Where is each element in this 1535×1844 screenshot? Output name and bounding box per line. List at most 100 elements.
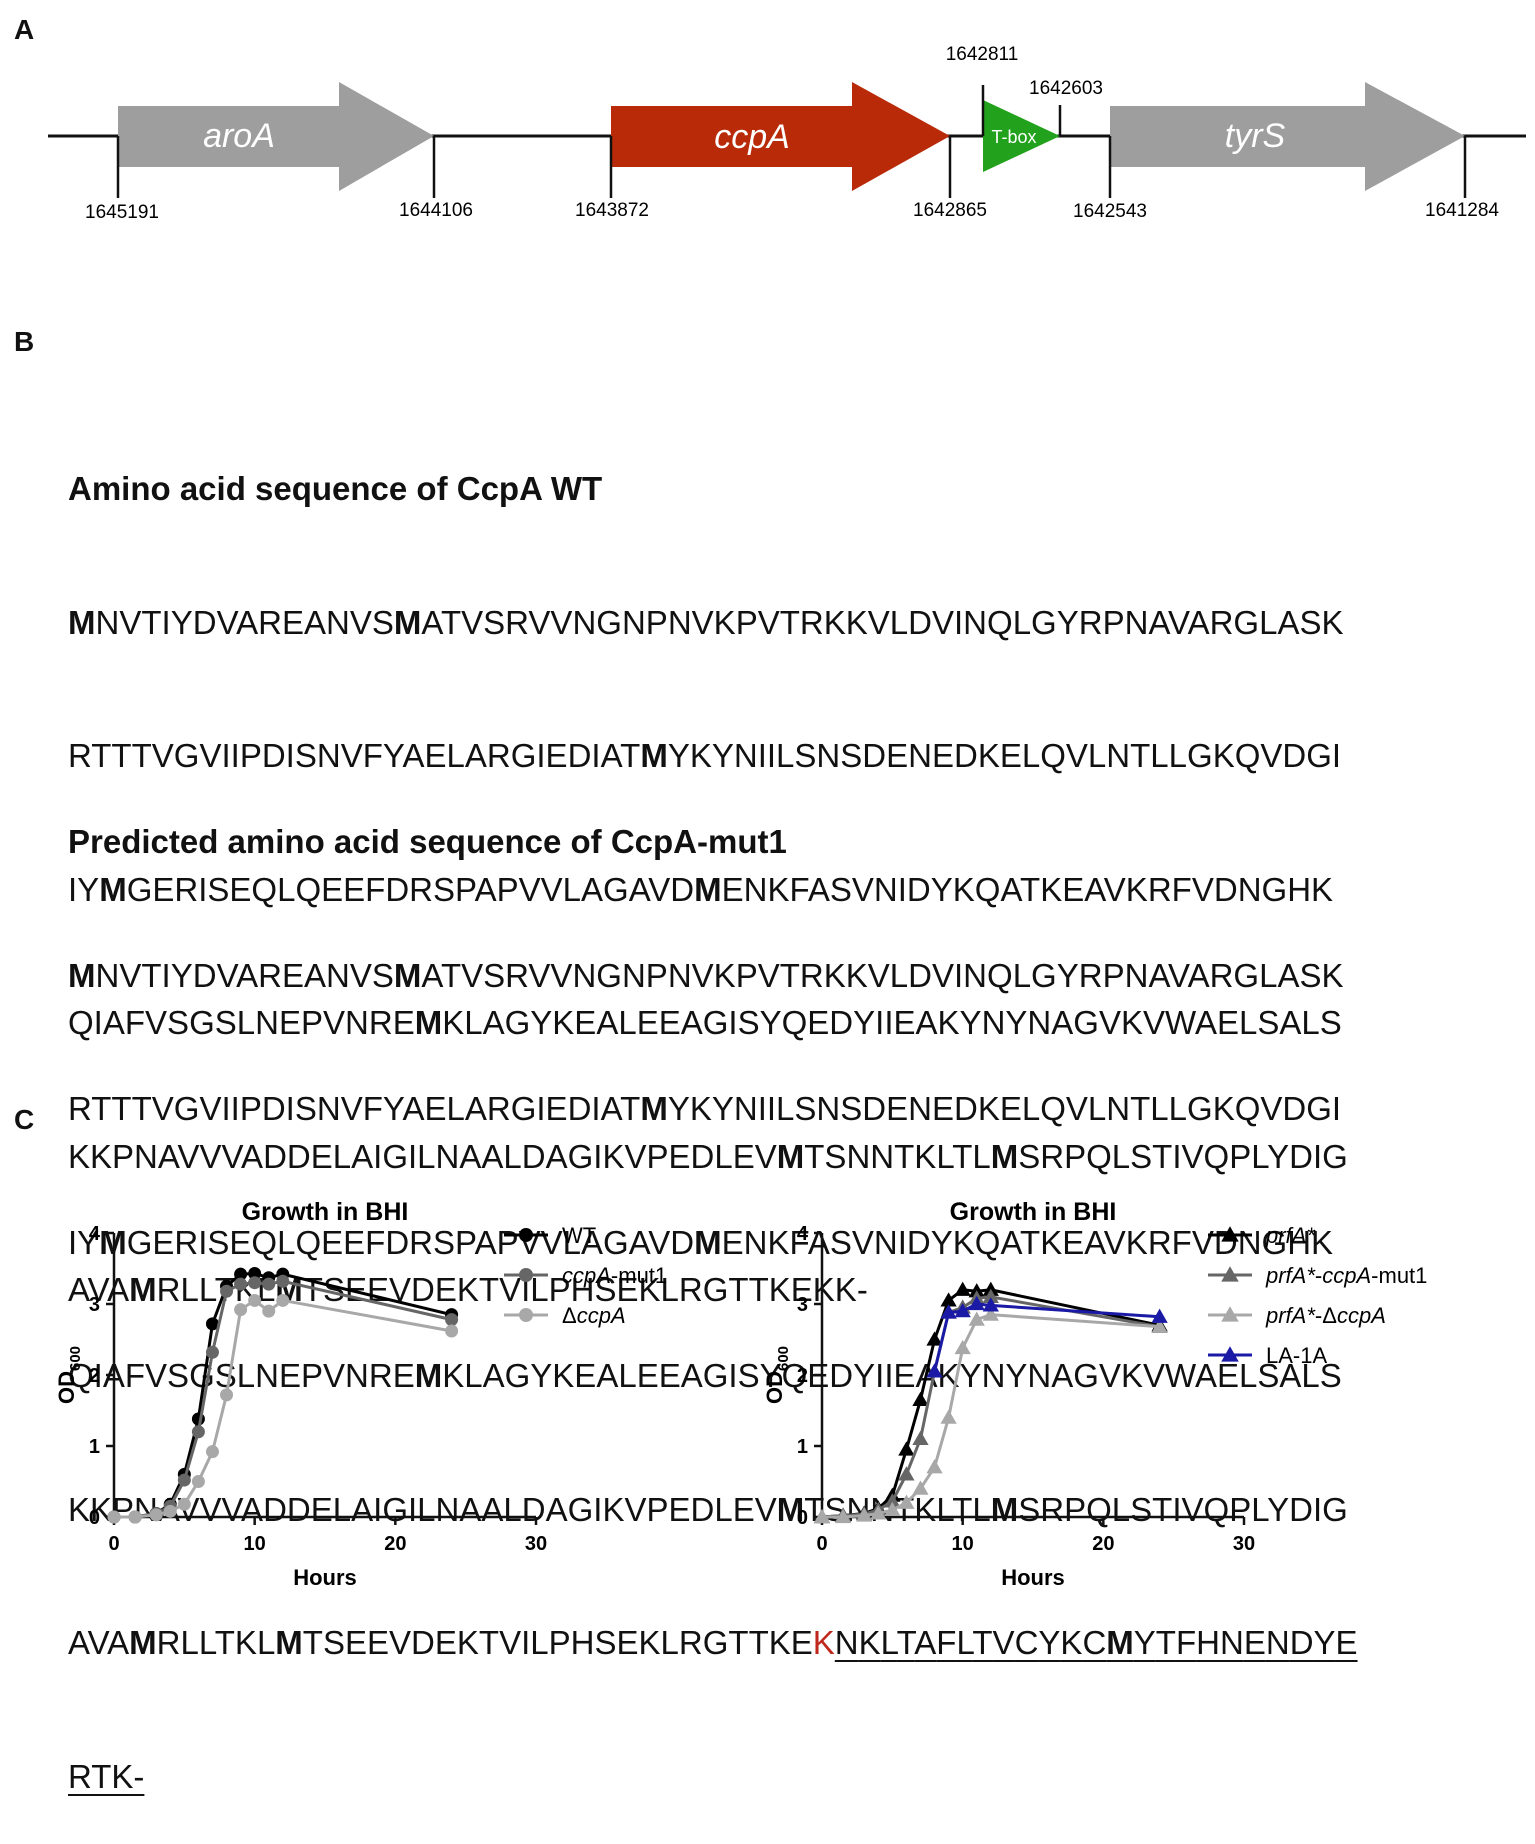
wt-sequence-block: Amino acid sequence of CcpA WT MNVTIYDVA… [68,378,1348,1357]
series-line [822,1313,1160,1519]
legend-marker [1221,1346,1239,1362]
data-point [234,1267,248,1281]
coord-label: 1642811 [946,44,1019,65]
data-point [884,1493,901,1508]
x-axis-title: Hours [293,1565,357,1590]
data-point [834,1508,852,1524]
data-point [234,1303,248,1317]
legend-label: prfA*-ΔccpA [1265,1303,1386,1328]
data-point [856,1507,873,1522]
tbox-triangle [983,100,1060,172]
series-line [114,1279,452,1519]
sequence-line: RTTTVGVIIPDISNVFYAELARGIEDIATMYKYNIILSNS… [68,737,1342,774]
data-point [445,1324,459,1338]
legend-marker [1221,1306,1239,1322]
sequence-line: QIAFVSGSLNEPVNREMKLAGYKEALEEAGISYQEDYIIE… [68,1357,1342,1394]
sequence-line: KKPNAVVVADDELAIGILNAALDAGIKVPEDLEVMTSNNT… [68,1137,1348,1175]
coord-label: 1641284 [1425,200,1499,221]
y-tick-label: 2 [797,1365,808,1387]
x-tick-label: 0 [108,1533,119,1555]
data-point [234,1277,248,1291]
gene-arrow-aroa [118,82,434,191]
panel-label-a: A [14,14,35,45]
data-point [205,1345,219,1359]
data-point [926,1331,943,1346]
data-point [276,1293,290,1307]
legend-label: ccpA-mut1 [562,1263,667,1288]
data-point [191,1425,205,1439]
data-point [912,1480,929,1495]
gene-label-ccpa: ccpA [714,118,790,156]
series-line [821,1295,1160,1519]
coord-label: 1644106 [399,200,473,221]
series-2 [813,1306,1168,1524]
data-point [445,1313,459,1327]
legend-label: LA-1A [1266,1343,1327,1368]
data-point [884,1501,901,1516]
data-point [220,1284,234,1298]
data-point [926,1459,943,1474]
data-point [262,1304,276,1318]
legend-marker [1221,1226,1239,1242]
gene-map: aroA 1645191 1644106 ccpA 1643872 164286… [48,44,1526,223]
y-tick-label: 3 [797,1294,808,1316]
data-point [248,1293,262,1307]
sequence-line: IYMGERISEQLQEEFDRSPAPVVLAGAVDMENKFASVNID… [68,1223,1334,1261]
data-point [1151,1318,1168,1333]
gene-label-tyrs: tyrS [1225,117,1286,155]
mut-sequence-title: Predicted amino acid sequence of CcpA-mu… [68,823,787,860]
data-point [982,1297,999,1312]
data-point [898,1441,915,1456]
y-tick-label: 2 [89,1365,100,1387]
frameshift-segment: NKLTAFLTVCYKCMYTFHNENDYE [834,1624,1358,1661]
data-point [898,1466,915,1481]
coord-label: 1642543 [1073,201,1147,222]
y-tick-label: 1 [89,1436,100,1458]
series-3 [926,1295,1168,1378]
data-point [954,1339,971,1355]
series-line [933,1302,1160,1372]
sequence-line: MNVTIYDVAREANVSMATVSRVVNGNPNVKPVTRKKVLDV… [68,956,1344,994]
legend-label: prfA* [1265,1223,1316,1248]
legend-label: WT [562,1223,596,1248]
sequence-line: RTTTVGVIIPDISNVFYAELARGIEDIATMYKYNIILSNS… [68,1090,1342,1127]
data-point [926,1363,943,1378]
data-point [205,1445,219,1459]
legend-marker [519,1228,533,1242]
sequence-line: RTK- [68,1755,1358,1800]
y-tick-label: 3 [89,1294,100,1316]
mutated-residue: K [812,1624,835,1661]
x-tick-label: 30 [525,1533,547,1555]
series-1 [107,1274,459,1524]
series-2 [107,1293,459,1524]
panel-label-b: B [14,326,35,357]
legend-marker [519,1268,533,1282]
wt-sequence-title: Amino acid sequence of CcpA WT [68,470,603,507]
coord-label: 1645191 [85,202,159,223]
series-line [114,1298,452,1519]
legend-marker [519,1308,533,1322]
data-point [205,1317,219,1331]
data-point [940,1292,957,1307]
x-tick-label: 10 [244,1533,266,1555]
y-tick-label: 4 [797,1223,809,1245]
data-point [982,1288,999,1303]
coord-label: 1642603 [1029,78,1103,99]
legend-label: prfA*-ccpA-mut1 [1265,1263,1427,1288]
chart-title: Growth in BHI [950,1198,1117,1226]
data-point [912,1430,929,1445]
gene-label-aroa: aroA [203,117,275,155]
x-tick-label: 0 [816,1533,827,1555]
data-point [107,1510,121,1524]
sequence-line: AVAMRLLTKLMTSEEVDEKTVILPHSEKLRGTTKEKK- [68,1271,868,1308]
data-point [982,1306,999,1321]
data-point [163,1504,177,1518]
chart-title: Growth in BHI [242,1198,409,1226]
coord-label: 1642865 [913,200,987,221]
data-point [128,1510,142,1524]
legend-marker [1221,1266,1239,1282]
data-point [177,1473,191,1487]
sequence-line: AVAMRLLTKLMTSEEVDEKTVILPHSEKLRGTTKEKNKLT… [68,1621,1358,1666]
